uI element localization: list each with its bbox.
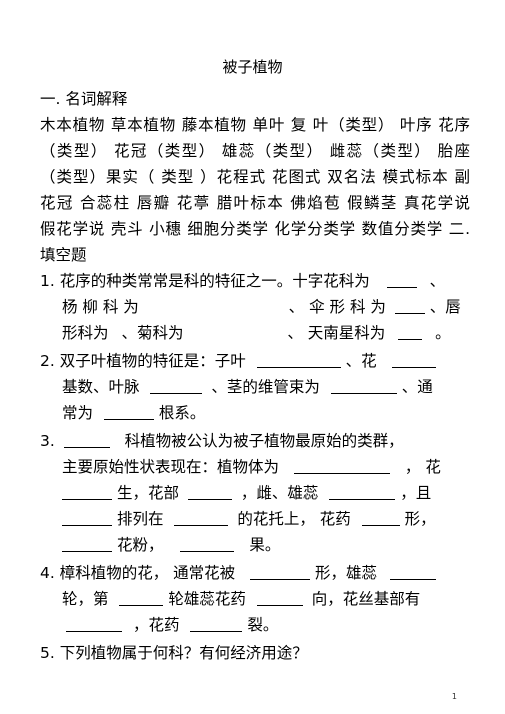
answer-blank[interactable] (389, 563, 436, 580)
question-3-text: 排列在 (116, 510, 164, 528)
terms-line-4: 花冠 合蕊柱 唇瓣 花葶 腊叶标本 佛焰苞 假鳞茎 真花学说 (40, 194, 470, 212)
question-1-text: 、菊科为 (121, 324, 184, 342)
answer-blank[interactable] (256, 351, 341, 368)
question-2-text: 常为 (62, 404, 94, 422)
question-3-text: 果。 (249, 536, 281, 554)
question-3-text: ，且 (400, 484, 432, 502)
question-4-line-2: 轮，第 轮雄蕊花药 向，花丝基部有 (62, 588, 470, 610)
question-1-text: 、 天南星科为 (287, 324, 386, 342)
question-4-text: 向，花丝基部有 (311, 590, 421, 608)
question-4-line-3: ，花药 裂。 (62, 614, 470, 636)
question-1-line-3: 形科为 、菊科为 、 天南星科为 。 (62, 322, 470, 344)
question-2-text: 根系。 (158, 404, 206, 422)
question-4-text: ，花药 (132, 616, 180, 634)
answer-blank[interactable] (398, 323, 423, 340)
answer-blank[interactable] (330, 377, 397, 394)
answer-blank[interactable] (66, 615, 122, 632)
answer-blank[interactable] (62, 509, 112, 526)
question-3-line-3: 生，花部 ，雌、雄蕊 ，且 (62, 482, 470, 504)
question-3-text: 花粉， (116, 536, 164, 554)
question-2-text: 基数、叶脉 (62, 378, 140, 396)
question-3-line-4: 排列在 的花托上， 花药 形， (62, 508, 470, 530)
terms-line-5: 假花学说 壳斗 小穗 细胞分类学 化学分类学 数值分类学 二. (40, 220, 470, 238)
section-heading-terms: 一. 名词解释 (40, 90, 128, 108)
page-number: 1 (451, 692, 457, 701)
question-4-line-1: 4. 樟科植物的花， 通常花被 形，雄蕊 (40, 562, 470, 584)
document-title: 被子植物 (222, 58, 283, 76)
terms-line-1: 木本植物 草本植物 藤本植物 单叶 复 叶（类型） 叶序 花序 (40, 116, 470, 134)
punctuation: 。 (435, 324, 451, 342)
answer-blank[interactable] (361, 509, 400, 526)
answer-blank[interactable] (187, 483, 232, 500)
answer-blank[interactable] (103, 403, 154, 420)
question-4-text: 轮，第 (62, 590, 109, 608)
question-1-text: 、 伞 形 科 为 (288, 298, 386, 316)
question-3-text: 生，花部 (116, 484, 179, 502)
question-2-text: 、通 (401, 378, 433, 396)
question-3-line-5: 花粉， 果。 (62, 534, 470, 556)
question-3-text: 科植物被公认为被子植物最原始的类群， (124, 432, 404, 450)
answer-blank[interactable] (144, 297, 284, 314)
answer-blank[interactable] (62, 483, 112, 500)
answer-blank[interactable] (63, 431, 110, 448)
terms-line-2: （类型） 花冠（类型） 雄蕊（类型） 雌蕊（类型） 胎座 (40, 142, 470, 160)
answer-blank[interactable] (293, 457, 390, 474)
question-2-text: 、花 (345, 352, 377, 370)
question-2-line-2: 基数、叶脉 、茎的维管束为 、通 (62, 376, 470, 398)
question-3-text: 的花托上， 花药 (237, 510, 351, 528)
question-5: 5. 下列植物属于何科？有何经济用途？ (40, 644, 308, 662)
answer-blank[interactable] (174, 509, 229, 526)
question-2-line-3: 常为 根系。 (62, 402, 470, 424)
question-3-text: ， 花 (404, 458, 441, 476)
answer-blank[interactable] (119, 589, 164, 606)
question-1-text: 1. 花序的种类常常是科的特征之一。十字花科为 (40, 272, 370, 290)
question-3-text: 3. (40, 432, 55, 450)
answer-blank[interactable] (329, 483, 396, 500)
question-3-line-2: 主要原始性状表现在：植物体为 ， 花 (62, 456, 470, 478)
answer-blank[interactable] (190, 615, 243, 632)
question-3-line-1: 3. 科植物被公认为被子植物最原始的类群， (40, 430, 470, 452)
answer-blank[interactable] (394, 297, 425, 314)
answer-blank[interactable] (386, 271, 417, 288)
question-4-text: 形，雄蕊 (315, 564, 378, 582)
terms-line-3: （类型）果实（ 类型 ）花程式 花图式 双名法 模式标本 副 (40, 168, 470, 186)
question-4-text: 轮雄蕊花药 (168, 590, 246, 608)
question-4-text: 裂。 (247, 616, 279, 634)
answer-blank[interactable] (391, 351, 436, 368)
question-3-text: 形， (404, 510, 436, 528)
question-1-line-2: 杨 柳 科 为 、 伞 形 科 为 、唇 (62, 296, 470, 318)
punctuation: 、 (429, 272, 446, 290)
answer-blank[interactable] (250, 563, 311, 580)
question-1-text: 形科为 (62, 324, 109, 342)
question-2-text: 2. 双子叶植物的特征是：子叶 (40, 352, 246, 370)
section-heading-fill: 填空题 (40, 246, 87, 264)
answer-blank[interactable] (180, 535, 235, 552)
question-2-line-1: 2. 双子叶植物的特征是：子叶 、花 (40, 350, 470, 372)
answer-blank[interactable] (256, 589, 303, 606)
question-1-text: 杨 柳 科 为 (62, 298, 139, 316)
question-2-text: 、茎的维管束为 (211, 378, 320, 396)
answer-blank[interactable] (188, 323, 282, 340)
question-1-line-1: 1. 花序的种类常常是科的特征之一。十字花科为 、 (40, 270, 470, 292)
question-3-text: ，雌、雄蕊 (240, 484, 319, 502)
question-1-text: 、唇 (429, 298, 461, 316)
question-4-text: 4. 樟科植物的花， 通常花被 (40, 564, 236, 582)
answer-blank[interactable] (150, 377, 203, 394)
question-3-text: 主要原始性状表现在：植物体为 (62, 458, 280, 476)
answer-blank[interactable] (62, 535, 112, 552)
